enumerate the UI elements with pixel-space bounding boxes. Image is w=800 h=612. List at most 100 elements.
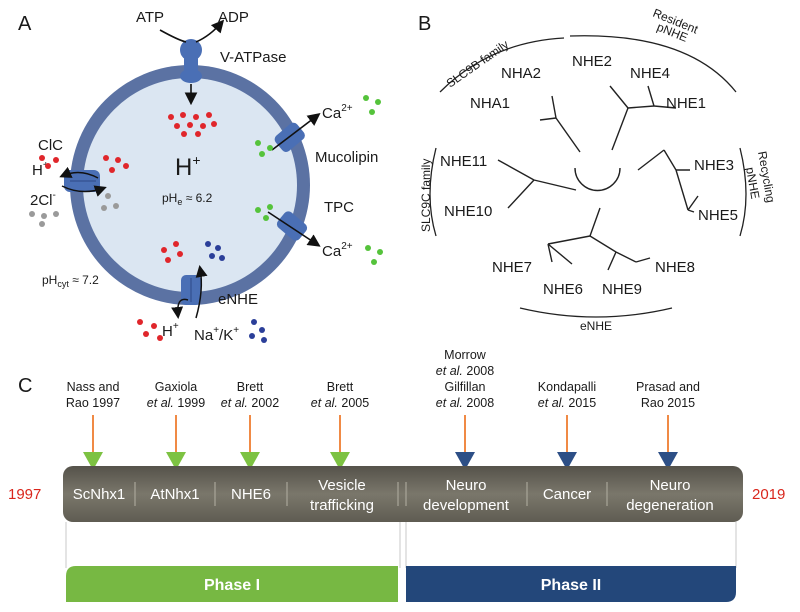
enhe-protons-in [161,241,183,263]
arrow-prasad [658,415,678,470]
group-recycling-line2: pNHE [743,166,762,200]
leaf-nhe11: NHE11 [440,153,487,170]
group-enhe: eNHE [580,319,612,333]
mucolipin-ca-out [363,95,381,115]
ref-morrow-line1: Morrow [444,348,487,362]
phase-1-bar [66,566,398,602]
bar-label-atnhx1: AtNhx1 [150,486,199,503]
leaf-nhe5: NHE5 [698,207,738,224]
panel-label-a: A [18,13,32,35]
tpc-ca-arrow [267,211,321,247]
ref-gilfillan-line2: et al. 2008 [436,396,494,410]
ref-nass-line1: Nass and [67,380,120,394]
leaf-nhe7: NHE7 [492,259,532,276]
enhe-exchanger [181,275,201,305]
lumen-protons [168,112,217,137]
leaf-nha2: NHA2 [501,65,541,82]
ref-kondapalli-line1: Kondapalli [538,380,596,394]
clc-cl-label: 2Cl- [30,190,56,209]
arrow-morrow [455,415,475,470]
mucolipin-ca-arrow [271,113,321,151]
ph-cytosol-label: pHcyt ≈ 7.2 [42,273,99,289]
tree-leaf-labels: NHA2 NHA1 NHE2 NHE4 NHE1 NHE3 NHE5 NHE11… [440,53,738,298]
leaf-nhe8: NHE8 [655,259,695,276]
year-start: 1997 [8,486,41,503]
adp-label: ADP [218,9,249,26]
leaf-nhe1: NHE1 [666,95,706,112]
panel-label-c: C [18,375,32,397]
clc-chloride-in [101,193,119,211]
enhe-protons-out [137,319,163,341]
phase-2-bar [406,566,736,602]
clc-chloride-out [29,211,59,227]
leaf-nhe2: NHE2 [572,53,612,70]
arrow-gaxiola [166,415,186,470]
ref-brett02-line1: Brett [237,380,264,394]
bar-label-development: development [423,497,510,514]
ref-prasad-line2: Rao 2015 [641,396,695,410]
ref-prasad-line1: Prasad and [636,380,700,394]
mucolipin-ca-in [255,140,273,157]
group-slc9c: SLC9C family [419,159,433,232]
atp-label: ATP [136,9,164,26]
leaf-nhe6: NHE6 [543,281,583,298]
leaf-nhe9: NHE9 [602,281,642,298]
atp-arrow-in [159,29,187,43]
group-slc9b: SLC9B family [444,37,512,90]
clc-chloride-arrow [61,185,107,197]
phase-connectors [65,522,737,568]
lysosome [70,65,310,305]
ref-brett02-line2: et al. 2002 [221,396,279,410]
clc-label: ClC [38,137,63,154]
year-end: 2019 [752,486,785,503]
phase-1-label: Phase I [204,577,260,594]
mucolipin-ca-label: Ca2+ [322,103,353,122]
clc-h-label: H+ [32,160,49,179]
leaf-nha1: NHA1 [470,95,510,112]
group-brackets [429,35,747,318]
clc-protons-in [103,155,129,173]
tpc-ca-label: Ca2+ [322,241,353,260]
v-atpase-label: V-ATPase [220,49,286,66]
enhe-proton-arrow [171,298,189,319]
enhe-cations-in [205,241,225,261]
bar-label-degeneration: degeneration [626,497,714,514]
lumen-h-label: H+ [175,152,201,181]
enhe-cations-out [249,319,267,343]
enhe-h-label: H+ [162,321,179,340]
bar-label-neuro-1: Neuro [446,477,487,494]
arrow-brett05 [330,415,350,470]
arrow-kondapalli [557,415,577,470]
ref-gaxiola-line1: Gaxiola [155,380,197,394]
bar-label-trafficking: trafficking [310,497,374,514]
timeline-references: Nass and Rao 1997 Gaxiola et al. 1999 Br… [66,348,700,410]
ph-lumen-label: pHe ≈ 6.2 [162,191,213,207]
clc-protons-out [39,155,59,169]
timeline-arrows [83,415,678,470]
ref-nass-line2: Rao 1997 [66,396,120,410]
leaf-nhe4: NHE4 [630,65,670,82]
timeline-bar-labels: ScNhx1 AtNhx1 NHE6 Vesicle trafficking N… [73,477,714,514]
clc-proton-arrow [59,166,99,179]
bar-label-neuro-2: Neuro [650,477,691,494]
enhe-label: eNHE [218,291,258,308]
bar-label-cancer: Cancer [543,486,591,503]
ref-brett05-line1: Brett [327,380,354,394]
tpc-ca-out [365,245,383,265]
adp-arrow-out [195,19,225,43]
v-atpase-protein [180,39,202,83]
leaf-nhe10: NHE10 [444,203,492,220]
ref-gilfillan-line1: Gilfillan [445,380,486,394]
ref-brett05-line2: et al. 2005 [311,396,369,410]
panel-label-b: B [418,13,431,35]
mucolipin-label: Mucolipin [315,149,378,166]
ref-morrow-line2: et al. 2008 [436,364,494,378]
arrow-nass [83,415,103,470]
ref-gaxiola-line2: et al. 1999 [147,396,205,410]
leaf-nhe3: NHE3 [694,157,734,174]
bar-label-scnhx1: ScNhx1 [73,486,126,503]
bar-label-vesicle: Vesicle [318,477,366,494]
phylogenetic-tree [497,85,699,271]
tpc-label: TPC [324,199,354,216]
